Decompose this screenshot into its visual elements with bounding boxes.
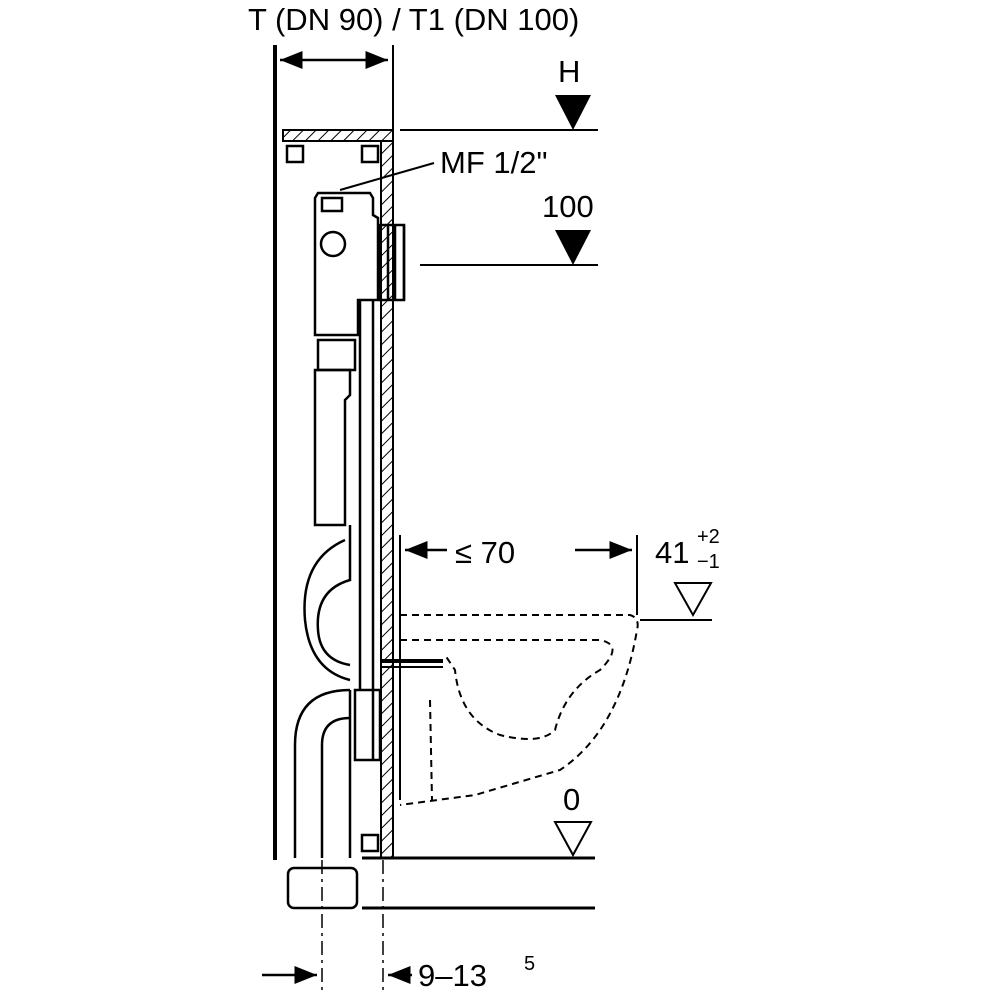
seat-level-marker-icon [673,582,713,618]
projection-dimension-label: ≤ 70 [455,535,515,570]
wc-bowl-outline [399,614,639,806]
supply-height-marker-icon [555,230,591,265]
cistern [303,191,443,762]
leader-line [339,162,435,191]
supply-connection-label: MF 1/2" [440,145,547,180]
floor-level-marker-icon [553,821,593,858]
height-marker-icon [555,95,591,130]
supply-height-label: 100 [542,189,594,224]
top-rail [282,129,394,142]
seat-height-tolerance-plus: +2 [697,526,720,548]
rail-bracket-icon [285,144,380,853]
seat-height-label: 41 [655,535,689,570]
floor-level-label: 0 [563,782,580,817]
seat-height-tolerance-minus: −1 [697,551,720,573]
height-mark-label: H [558,54,580,89]
width-dimension-label: T (DN 90) / T1 (DN 100) [248,2,579,37]
offset-dimension-superscript: 5 [524,953,535,975]
drain-pipe [286,688,359,910]
offset-dimension-label: 9–13 [418,958,487,993]
